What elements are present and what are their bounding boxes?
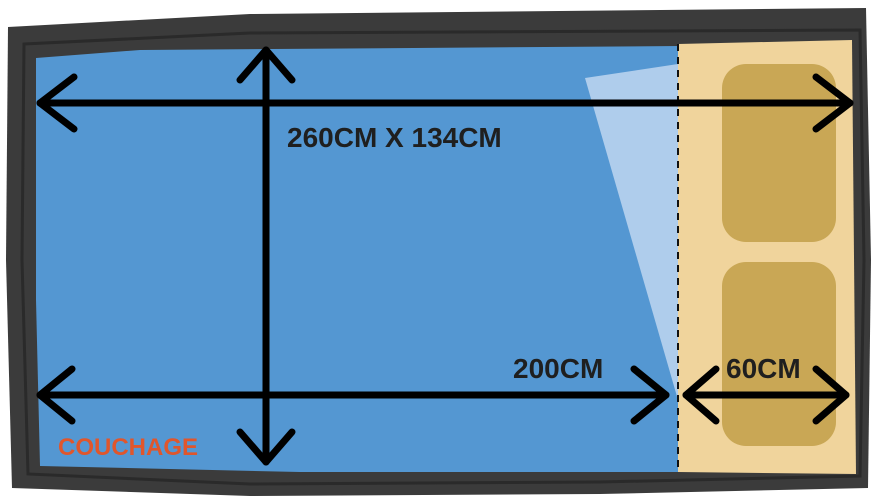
partition-glass <box>585 64 678 400</box>
overall-dimensions-label: 260CM X 134CM <box>287 122 502 153</box>
seat-cushion-bottom <box>722 262 836 446</box>
seat-width-arrow <box>682 365 850 425</box>
bed-area <box>36 46 680 472</box>
seat-cushion-top <box>722 64 836 242</box>
bed-length-label: 200CM <box>513 353 603 384</box>
zone-name-label: COUCHAGE <box>58 434 198 461</box>
bed-length-arrow <box>36 365 670 425</box>
seat-width-label: 60CM <box>726 353 801 384</box>
overall-length-arrow <box>36 73 854 133</box>
